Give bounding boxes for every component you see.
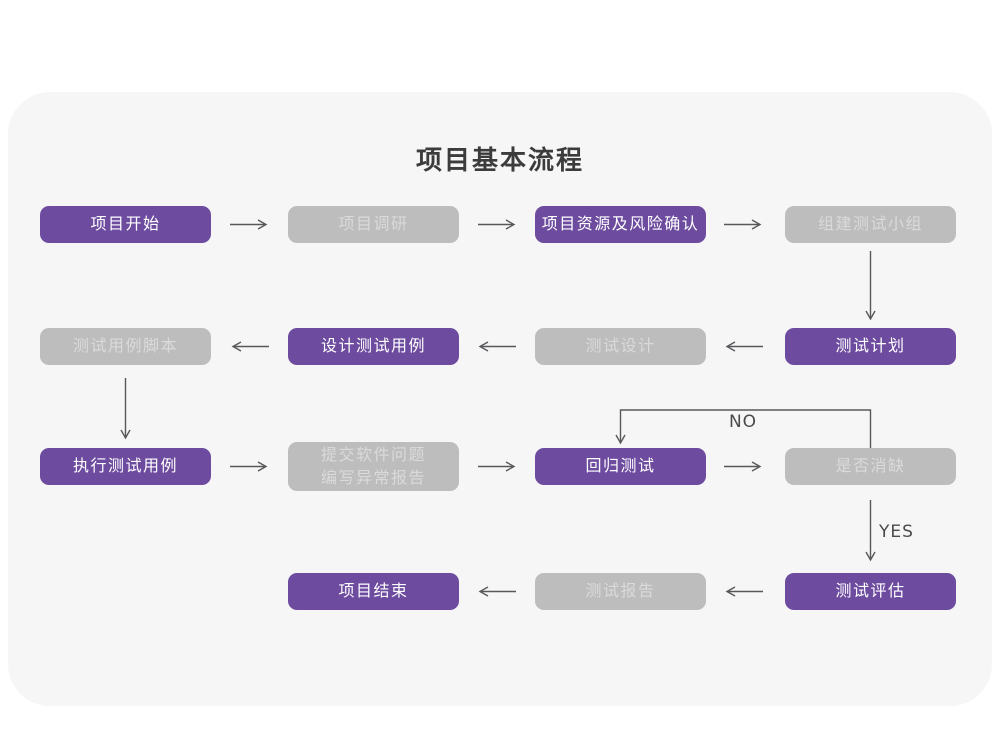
node-design-cases: 设计测试用例 [288, 328, 459, 365]
node-label: 测试评估 [835, 581, 906, 601]
node-label: 是否消缺 [835, 456, 906, 476]
node-evaluation: 测试评估 [785, 573, 956, 610]
node-build-team: 组建测试小组 [785, 206, 956, 243]
node-defect-cleared: 是否消缺 [785, 448, 956, 485]
node-case-script: 测试用例脚本 [40, 328, 211, 365]
node-test-report: 测试报告 [535, 573, 706, 610]
page-title: 项目基本流程 [415, 146, 584, 176]
node-label: 设计测试用例 [320, 336, 426, 356]
node-project-research: 项目调研 [288, 206, 459, 243]
node-project-end: 项目结束 [288, 573, 459, 610]
node-regression: 回归测试 [535, 448, 706, 485]
node-test-plan: 测试计划 [785, 328, 956, 365]
node-label: 项目开始 [90, 214, 161, 234]
node-label-line1: 提交软件问题 [320, 445, 426, 465]
node-label: 项目结束 [338, 581, 409, 601]
node-execute-cases: 执行测试用例 [40, 448, 211, 485]
flowchart-card: 项目基本流程 [8, 92, 992, 706]
node-label: 测试用例脚本 [72, 336, 178, 356]
node-risk-confirm: 项目资源及风险确认 [535, 206, 706, 243]
node-label: 测试设计 [585, 336, 656, 356]
node-project-start: 项目开始 [40, 206, 211, 243]
node-label: 回归测试 [585, 456, 656, 476]
node-label: 执行测试用例 [72, 456, 178, 476]
node-label: 项目调研 [338, 214, 409, 234]
node-label: 项目资源及风险确认 [541, 214, 700, 234]
node-label-line2: 编写异常报告 [320, 467, 426, 487]
node-label: 组建测试小组 [817, 214, 923, 234]
node-submit-issue: 提交软件问题 编写异常报告 [288, 442, 459, 491]
node-label: 测试计划 [835, 336, 906, 356]
yes-edge-label: YES [879, 522, 914, 542]
flow-arrows [120, 219, 876, 597]
no-edge-label: NO [728, 412, 758, 432]
node-label: 测试报告 [585, 581, 656, 601]
node-test-design: 测试设计 [535, 328, 706, 365]
